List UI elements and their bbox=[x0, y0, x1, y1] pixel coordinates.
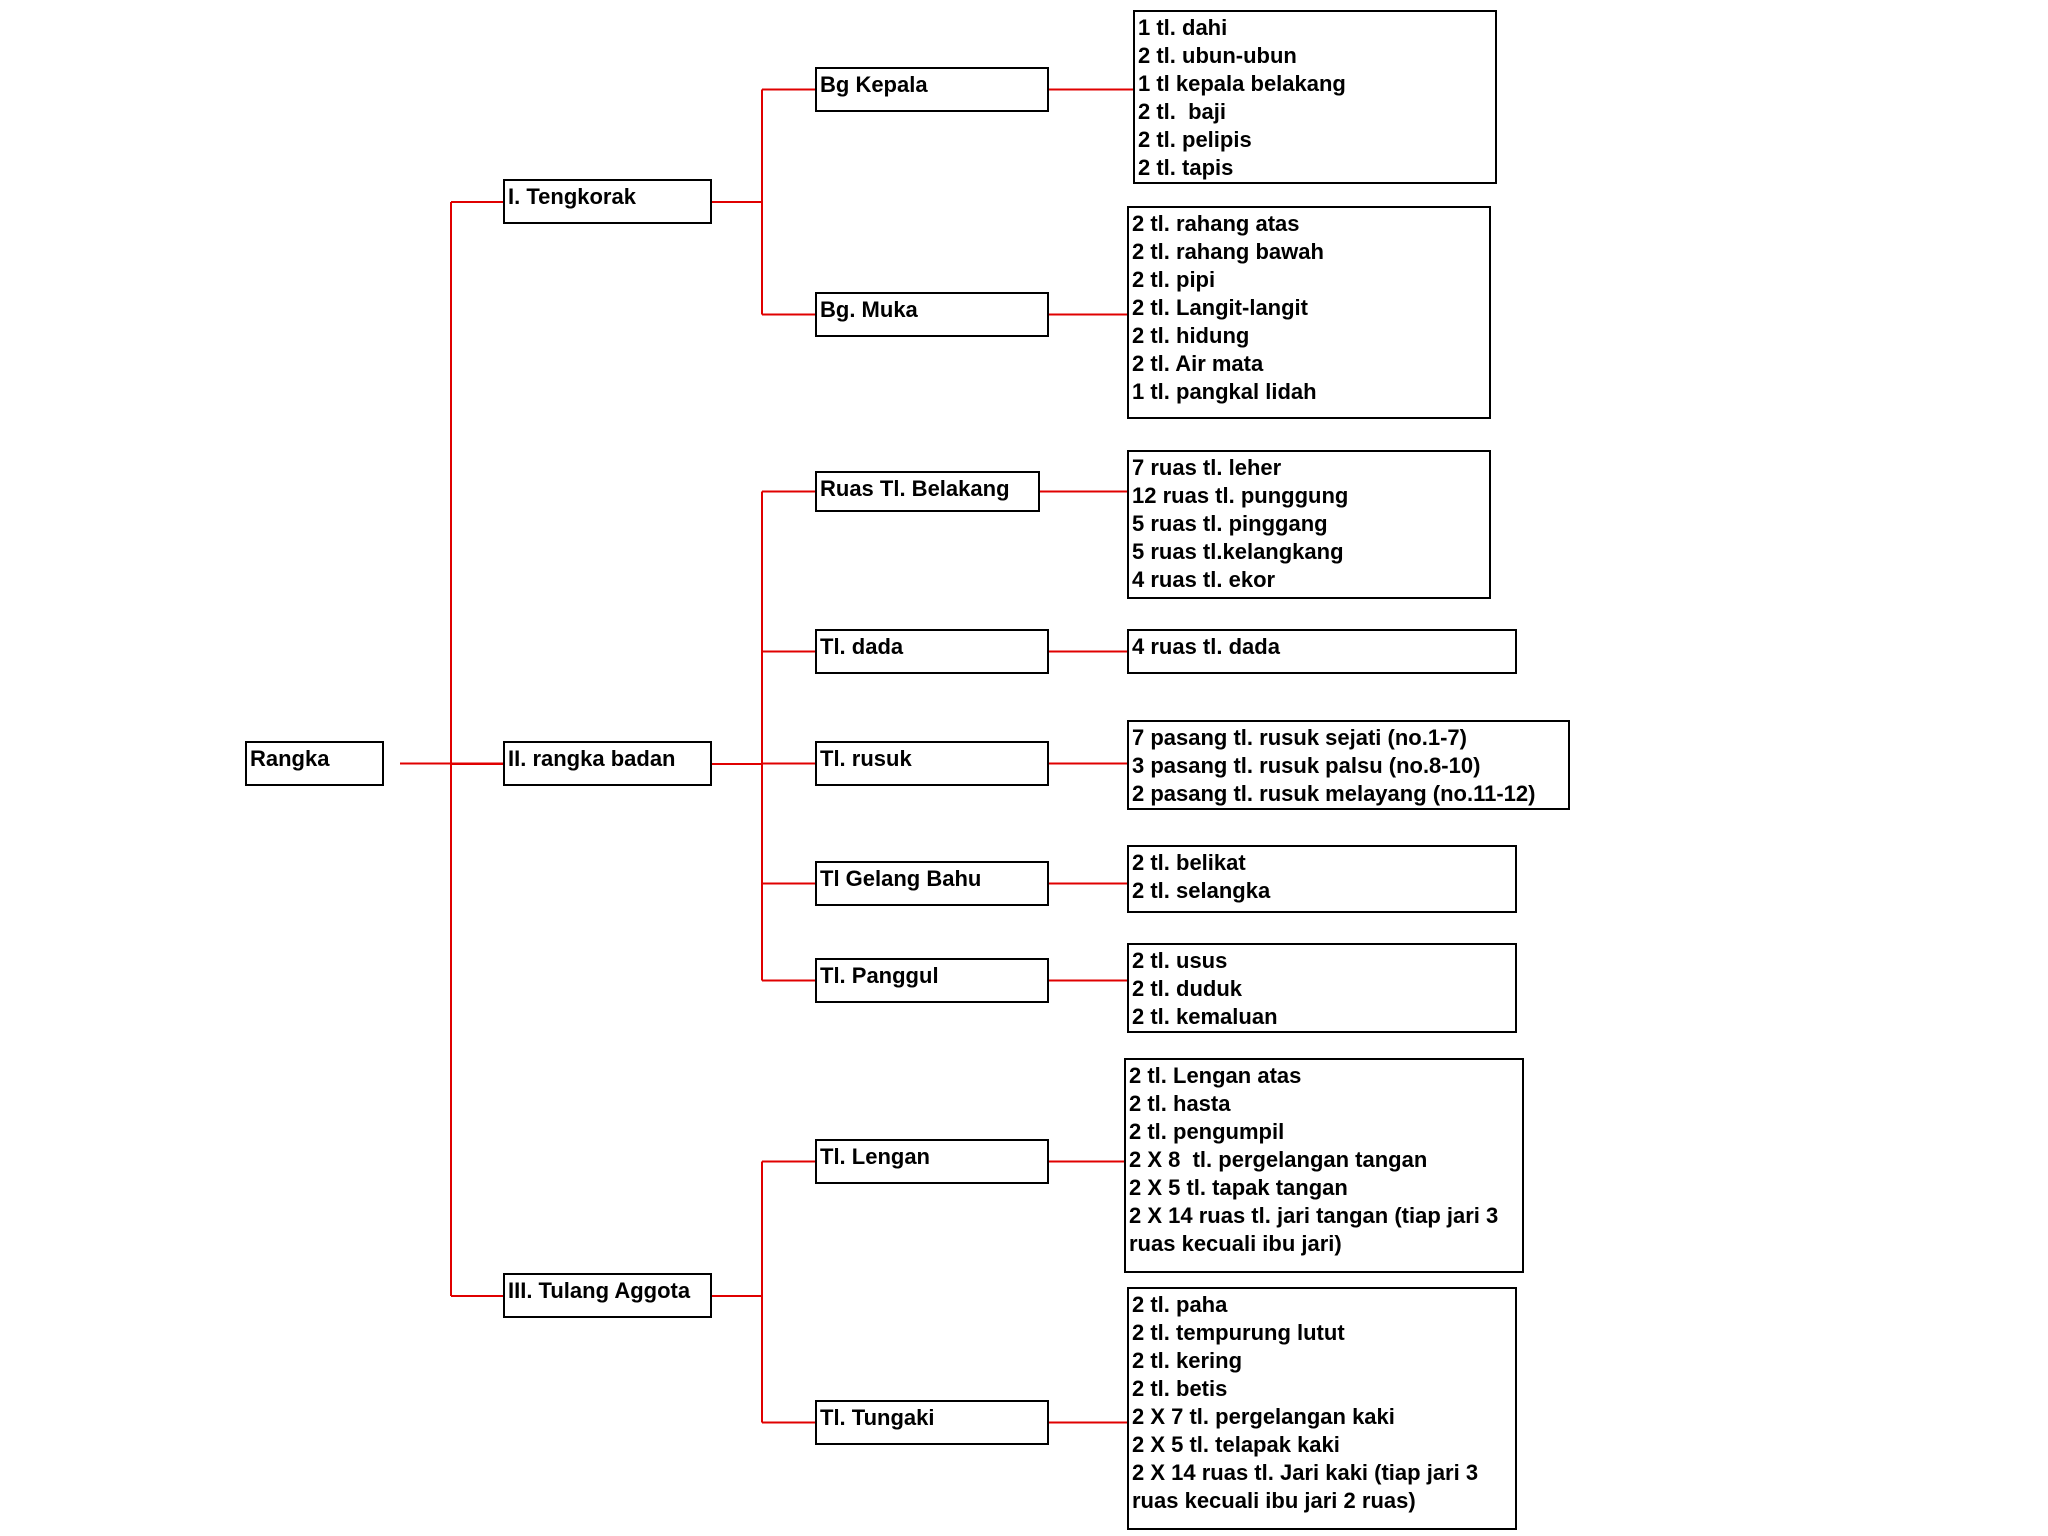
detail-list: 2 tl. usus 2 tl. duduk 2 tl. kemaluan bbox=[1127, 943, 1517, 1033]
detail-list-text: 2 X 8 tl. pergelangan tangan bbox=[1129, 1147, 1428, 1172]
detail-list-text: 2 tl. belikat bbox=[1132, 850, 1246, 875]
section-node-text: I. Tengkorak bbox=[508, 184, 636, 209]
detail-list-text: 2 tl. Lengan atas bbox=[1129, 1063, 1302, 1088]
part-node-text: Tl. rusuk bbox=[820, 746, 912, 771]
part-node: Tl. Lengan bbox=[815, 1139, 1049, 1184]
detail-list-text: 2 tl. selangka bbox=[1132, 878, 1271, 903]
detail-list-text: 2 X 14 ruas tl. Jari kaki (tiap jari 3 bbox=[1132, 1460, 1479, 1485]
detail-list-text: 2 tl. tempurung lutut bbox=[1132, 1320, 1345, 1345]
detail-list: 7 ruas tl. leher 12 ruas tl. punggung 5 ru… bbox=[1127, 450, 1491, 599]
detail-list: 1 tl. dahi 2 tl. ubun-ubun 1 tl kepala bel… bbox=[1133, 10, 1497, 184]
detail-list-text: 2 tl. hasta bbox=[1129, 1091, 1231, 1116]
detail-list-text: 2 X 14 ruas tl. jari tangan (tiap jari 3 bbox=[1129, 1203, 1499, 1228]
detail-list: 2 tl. Lengan atas 2 tl. hasta 2 tl. pengum… bbox=[1124, 1058, 1524, 1273]
detail-list: 7 pasang tl. rusuk sejati (no.1-7) 3 pasa… bbox=[1127, 720, 1570, 810]
detail-list-text: 2 tl. kemaluan bbox=[1132, 1004, 1278, 1029]
detail-list-text: 2 tl. betis bbox=[1132, 1376, 1228, 1401]
detail-list-text: 2 tl. baji bbox=[1138, 99, 1227, 124]
detail-list-text: 2 tl. ubun-ubun bbox=[1138, 43, 1297, 68]
detail-list-text: 2 tl. rahang bawah bbox=[1132, 239, 1324, 264]
detail-list-text: 2 X 5 tl. telapak kaki bbox=[1132, 1432, 1340, 1457]
part-node: Tl Gelang Bahu bbox=[815, 861, 1049, 906]
section-node: III. Tulang Aggota bbox=[503, 1273, 712, 1318]
part-node-text: Bg Kepala bbox=[820, 72, 928, 97]
part-node-text: Tl. dada bbox=[820, 634, 904, 659]
part-node: Tl. dada bbox=[815, 629, 1049, 674]
detail-list-text: 2 tl. Air mata bbox=[1132, 351, 1264, 376]
detail-list-text: 2 tl. Langit-langit bbox=[1132, 295, 1308, 320]
detail-list-text: 2 tl. tapis bbox=[1138, 155, 1234, 180]
detail-list-text: 2 tl. paha bbox=[1132, 1292, 1228, 1317]
detail-list-text: 2 tl. duduk bbox=[1132, 976, 1242, 1001]
detail-list-text: 1 tl. dahi bbox=[1138, 15, 1228, 40]
part-node-text: Bg. Muka bbox=[820, 297, 918, 322]
detail-list-text: 2 X 5 tl. tapak tangan bbox=[1129, 1175, 1348, 1200]
part-node: Tl. Panggul bbox=[815, 958, 1049, 1003]
detail-list-text: 1 tl. pangkal lidah bbox=[1132, 379, 1317, 404]
detail-list: 4 ruas tl. dada bbox=[1127, 629, 1517, 674]
detail-list-text: 7 ruas tl. leher bbox=[1132, 455, 1282, 480]
part-node-text: Tl. Lengan bbox=[820, 1144, 930, 1169]
detail-list-text: ruas kecuali ibu jari 2 ruas) bbox=[1132, 1488, 1416, 1513]
detail-list: 2 tl. paha 2 tl. tempurung lutut 2 tl. ker… bbox=[1127, 1287, 1517, 1530]
detail-list: 2 tl. belikat 2 tl. selangka bbox=[1127, 845, 1517, 913]
detail-list-text: 5 ruas tl. pinggang bbox=[1132, 511, 1328, 536]
detail-list-text: 2 pasang tl. rusuk melayang (no.11-12) bbox=[1132, 781, 1536, 806]
part-node-text: Tl Gelang Bahu bbox=[820, 866, 982, 891]
detail-list-text: 2 tl. rahang atas bbox=[1132, 211, 1300, 236]
section-node: II. rangka badan bbox=[503, 741, 712, 786]
part-node-text: Tl. Panggul bbox=[820, 963, 939, 988]
detail-list-text: 2 tl. kering bbox=[1132, 1348, 1243, 1373]
detail-list-text: 7 pasang tl. rusuk sejati (no.1-7) bbox=[1132, 725, 1467, 750]
detail-list-text: 3 pasang tl. rusuk palsu (no.8-10) bbox=[1132, 753, 1481, 778]
detail-list-text: 2 tl. pelipis bbox=[1138, 127, 1252, 152]
detail-list-text: 2 tl. pengumpil bbox=[1129, 1119, 1285, 1144]
detail-list-text: 1 tl kepala belakang bbox=[1138, 71, 1346, 96]
detail-list-text: 4 ruas tl. dada bbox=[1132, 634, 1280, 659]
detail-list-text: 12 ruas tl. punggung bbox=[1132, 483, 1349, 508]
detail-list-text: 4 ruas tl. ekor bbox=[1132, 567, 1276, 592]
part-node: Bg. Muka bbox=[815, 292, 1049, 337]
part-node-text: Ruas Tl. Belakang bbox=[820, 476, 1010, 501]
root-node: Rangka bbox=[245, 741, 384, 786]
section-node-text: II. rangka badan bbox=[508, 746, 676, 771]
section-node: I. Tengkorak bbox=[503, 179, 712, 224]
detail-list-text: 5 ruas tl.kelangkang bbox=[1132, 539, 1344, 564]
part-node: Ruas Tl. Belakang bbox=[815, 471, 1040, 512]
part-node: Tl. rusuk bbox=[815, 741, 1049, 786]
root-node-text: Rangka bbox=[250, 746, 330, 771]
part-node-text: Tl. Tungaki bbox=[820, 1405, 935, 1430]
detail-list-text: ruas kecuali ibu jari) bbox=[1129, 1231, 1342, 1256]
detail-list-text: 2 tl. hidung bbox=[1132, 323, 1250, 348]
section-node-text: III. Tulang Aggota bbox=[508, 1278, 691, 1303]
detail-list-text: 2 X 7 tl. pergelangan kaki bbox=[1132, 1404, 1395, 1429]
detail-list: 2 tl. rahang atas 2 tl. rahang bawah 2 tl.… bbox=[1127, 206, 1491, 419]
part-node: Bg Kepala bbox=[815, 67, 1049, 112]
detail-list-text: 2 tl. usus bbox=[1132, 948, 1228, 973]
detail-list-text: 2 tl. pipi bbox=[1132, 267, 1216, 292]
part-node: Tl. Tungaki bbox=[815, 1400, 1049, 1445]
